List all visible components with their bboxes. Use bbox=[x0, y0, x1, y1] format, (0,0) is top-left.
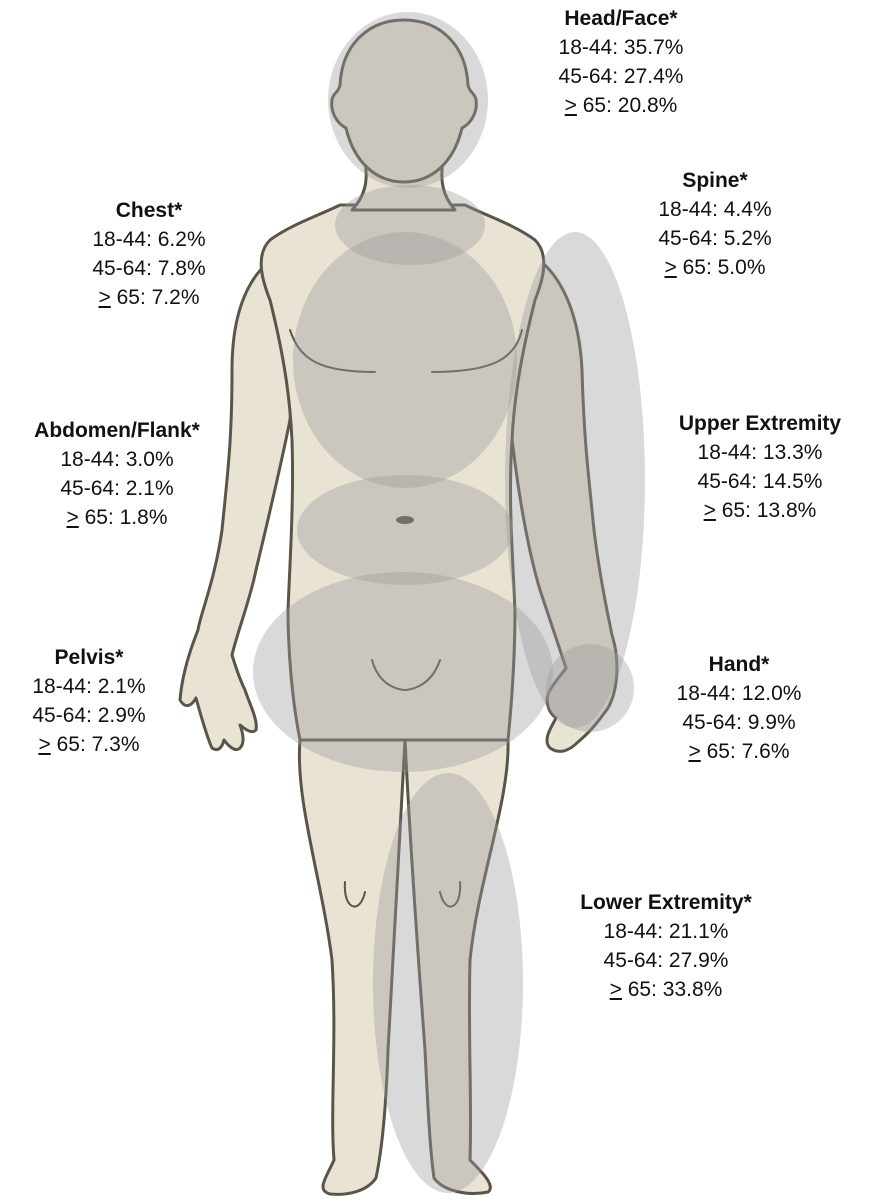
spine-label: Spine* 18-44: 4.4% 45-64: 5.2% > 65: 5.0… bbox=[620, 166, 810, 282]
pelvis-row-45-64: 45-64: 2.9% bbox=[2, 701, 176, 730]
highlight-regions bbox=[253, 12, 645, 1193]
spine-row-45-64: 45-64: 5.2% bbox=[620, 224, 810, 253]
head-face-label: Head/Face* 18-44: 35.7% 45-64: 27.4% > 6… bbox=[516, 4, 726, 120]
pelvis-label: Pelvis* 18-44: 2.1% 45-64: 2.9% > 65: 7.… bbox=[2, 643, 176, 759]
upper-extremity-label: Upper Extremity 18-44: 13.3% 45-64: 14.5… bbox=[652, 409, 868, 525]
hand-title: Hand* bbox=[646, 650, 832, 679]
pelvis-title: Pelvis* bbox=[2, 643, 176, 672]
spine-title: Spine* bbox=[620, 166, 810, 195]
abdomen-flank-label: Abdomen/Flank* 18-44: 3.0% 45-64: 2.1% >… bbox=[4, 416, 230, 532]
pelvis-row-18-44: 18-44: 2.1% bbox=[2, 672, 176, 701]
hand-label: Hand* 18-44: 12.0% 45-64: 9.9% > 65: 7.6… bbox=[646, 650, 832, 766]
lower-extremity-row-65-plus: > 65: 33.8% bbox=[548, 975, 784, 1004]
spine-row-65-plus: > 65: 5.0% bbox=[620, 253, 810, 282]
upper-extremity-row-18-44: 18-44: 13.3% bbox=[652, 438, 868, 467]
upper-extremity-row-65-plus: > 65: 13.8% bbox=[652, 496, 868, 525]
abdomen-region-highlight bbox=[297, 475, 513, 585]
head-face-row-18-44: 18-44: 35.7% bbox=[516, 33, 726, 62]
abdomen-flank-row-45-64: 45-64: 2.1% bbox=[4, 474, 230, 503]
head-face-title: Head/Face* bbox=[516, 4, 726, 33]
upper-extremity-row-45-64: 45-64: 14.5% bbox=[652, 467, 868, 496]
chest-row-65-plus: > 65: 7.2% bbox=[56, 283, 242, 312]
lower-extremity-region-highlight bbox=[373, 773, 523, 1193]
spine-row-18-44: 18-44: 4.4% bbox=[620, 195, 810, 224]
lower-extremity-row-45-64: 45-64: 27.9% bbox=[548, 946, 784, 975]
chest-label: Chest* 18-44: 6.2% 45-64: 7.8% > 65: 7.2… bbox=[56, 196, 242, 312]
chest-title: Chest* bbox=[56, 196, 242, 225]
hand-row-65-plus: > 65: 7.6% bbox=[646, 737, 832, 766]
lower-extremity-label: Lower Extremity* 18-44: 21.1% 45-64: 27.… bbox=[548, 888, 784, 1004]
chest-row-18-44: 18-44: 6.2% bbox=[56, 225, 242, 254]
head-region-highlight bbox=[328, 12, 488, 188]
abdomen-flank-row-18-44: 18-44: 3.0% bbox=[4, 445, 230, 474]
head-face-row-45-64: 45-64: 27.4% bbox=[516, 62, 726, 91]
chest-region-highlight bbox=[293, 232, 517, 488]
hand-row-18-44: 18-44: 12.0% bbox=[646, 679, 832, 708]
upper-extremity-title: Upper Extremity bbox=[652, 409, 868, 438]
hand-region-highlight bbox=[546, 644, 634, 732]
abdomen-flank-title: Abdomen/Flank* bbox=[4, 416, 230, 445]
chest-row-45-64: 45-64: 7.8% bbox=[56, 254, 242, 283]
lower-extremity-title: Lower Extremity* bbox=[548, 888, 784, 917]
pelvis-row-65-plus: > 65: 7.3% bbox=[2, 730, 176, 759]
hand-row-45-64: 45-64: 9.9% bbox=[646, 708, 832, 737]
head-face-row-65-plus: > 65: 20.8% bbox=[516, 91, 726, 120]
pelvis-region-highlight bbox=[253, 572, 553, 772]
lower-extremity-row-18-44: 18-44: 21.1% bbox=[548, 917, 784, 946]
abdomen-flank-row-65-plus: > 65: 1.8% bbox=[4, 503, 230, 532]
